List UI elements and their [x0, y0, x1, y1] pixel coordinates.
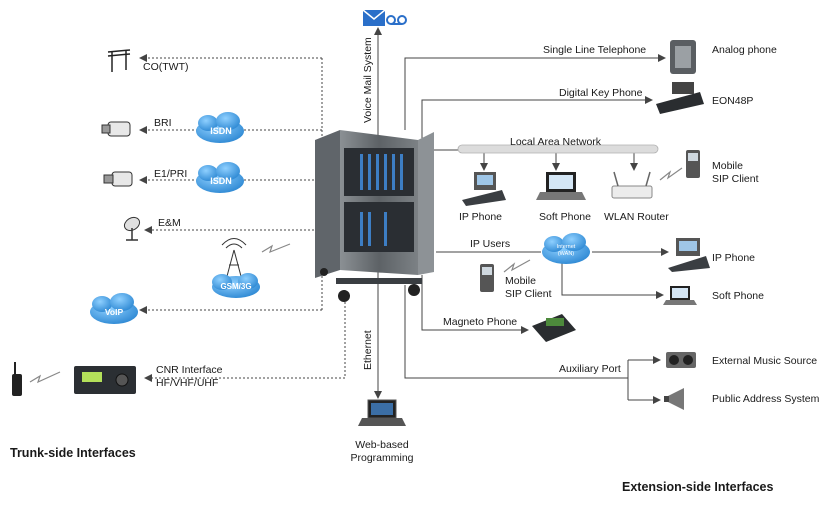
mobile-sip-2-label-a: Mobile: [505, 275, 536, 287]
extension-side-title: Extension-side Interfaces: [622, 480, 774, 494]
gsm-label: GSM/3G: [220, 282, 252, 291]
voicemail-icon: [362, 9, 407, 26]
isdn-label-1: ISDN: [210, 126, 232, 136]
soft-phone-wan-line: [561, 262, 664, 299]
ip-phone-lan-label: IP Phone: [459, 211, 503, 223]
ip-phone-wan-icon: [668, 238, 710, 272]
wlan-router-icon: [611, 171, 653, 199]
internet-label-2: (WAN): [557, 251, 575, 257]
aux-port-label: Auxiliary Port: [559, 363, 621, 375]
trunk-side-title: Trunk-side Interfaces: [10, 446, 136, 460]
eon48p-label: EON48P: [712, 95, 754, 107]
digital-key-label: Digital Key Phone: [559, 87, 643, 99]
ip-phone-lan-icon: [462, 172, 506, 206]
isdn-cloud-2: [196, 162, 244, 193]
radio-signal-icon: [29, 371, 61, 384]
gsm-signal-icon: [261, 243, 291, 254]
mobile-sip-2-icon: [480, 264, 494, 292]
voip-cloud: [90, 293, 138, 324]
mobile-signal-1-icon: [659, 167, 683, 181]
digital-key-line: [421, 96, 653, 145]
web-label-1: Web-based: [355, 439, 409, 451]
e1pri-label: E1/PRI: [154, 168, 188, 180]
soft-phone-lan-label: Soft Phone: [539, 211, 591, 223]
single-line-label: Single Line Telephone: [543, 44, 647, 56]
cnr-label-2: HF/VHF/UHF: [156, 377, 219, 389]
isdn-label-2: ISDN: [210, 176, 232, 186]
e1-connector-icon: [103, 171, 133, 187]
web-label-2: Programming: [350, 452, 414, 464]
cnr-radio-icon: [74, 366, 136, 394]
bri-label: BRI: [154, 117, 172, 129]
internet-label-1: Internet: [556, 244, 576, 250]
music-source-icon: [666, 352, 696, 368]
web-laptop-icon: [358, 399, 406, 426]
em-satellite-icon: [123, 216, 141, 241]
extension-connectors: [404, 54, 669, 404]
mobile-sip-1-label-a: Mobile: [712, 160, 743, 172]
voip-label: VoIP: [104, 307, 124, 317]
eon48p-icon: [656, 82, 704, 114]
wlan-router-label: WLAN Router: [604, 211, 669, 223]
analog-phone-label: Analog phone: [712, 44, 777, 56]
magneto-line: [421, 275, 529, 334]
gsm-tower-icon: [221, 238, 247, 281]
co-pole-icon: [107, 49, 131, 72]
soft-phone-wan-label: Soft Phone: [712, 290, 764, 302]
pa-system-label: Public Address System: [712, 393, 820, 405]
ip-users-label: IP Users: [470, 238, 511, 250]
gsm-cloud: [212, 273, 260, 298]
bri-connector-icon: [101, 121, 131, 137]
internet-cloud: [542, 233, 590, 264]
ext-music-label: External Music Source: [712, 355, 818, 367]
ethernet-label: Ethernet: [362, 330, 374, 370]
magneto-label: Magneto Phone: [443, 316, 518, 328]
lan-bar: [457, 144, 659, 154]
soft-phone-lan-icon: [536, 172, 586, 200]
mobile-signal-2-icon: [503, 259, 531, 273]
walkie-talkie-icon: [12, 362, 22, 396]
magneto-phone-icon: [532, 314, 576, 342]
mobile-sip-2-label-b: SIP Client: [505, 288, 552, 300]
mobile-sip-1-icon: [686, 150, 700, 178]
voicemail-label: Voice Mail System: [362, 37, 374, 123]
lan-label: Local Area Network: [510, 136, 602, 148]
mobile-sip-1-label-b: SIP Client: [712, 173, 759, 185]
ip-phone-wan-label: IP Phone: [712, 252, 756, 264]
em-label: E&M: [158, 217, 181, 229]
co-label: CO(TWT): [143, 61, 189, 73]
cnr-label-1: CNR Interface: [156, 364, 223, 376]
isdn-cloud-1: [196, 112, 244, 143]
analog-phone-icon: [670, 40, 696, 74]
pbx-cabinet: [315, 130, 434, 302]
soft-phone-wan-icon: [663, 286, 697, 305]
single-line-line: [404, 54, 666, 130]
pa-horn-icon: [664, 388, 684, 410]
